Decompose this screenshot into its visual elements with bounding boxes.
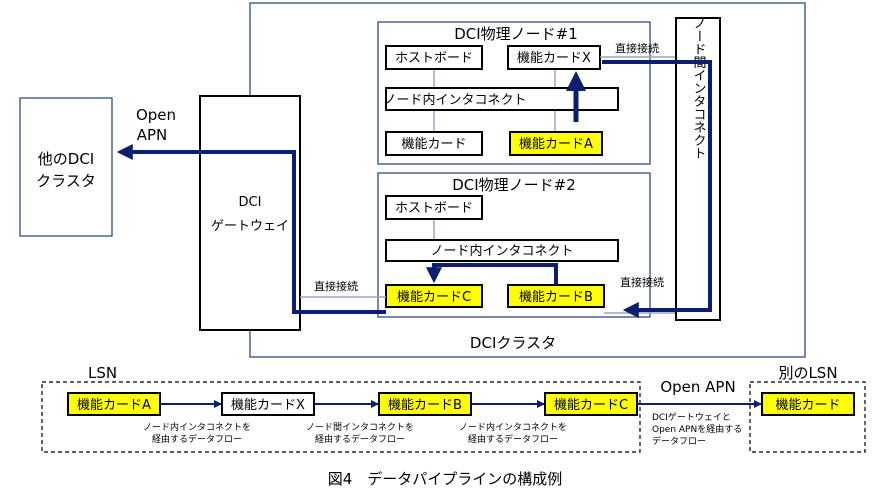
node1-intra-interconnect xyxy=(385,87,619,111)
pipeline-open-apn-label: Open APN xyxy=(660,378,735,396)
flow-note-inter-line1: ノード間インタコネクトを xyxy=(306,422,414,433)
dci-cluster-label: DCIクラスタ xyxy=(470,334,556,352)
node1-intra-interconnect-label: ノード内インタコネクト xyxy=(383,92,526,108)
node1-host-board-label: ホストボード xyxy=(395,51,473,66)
other-lsn-box xyxy=(749,381,866,453)
flow-note-intra-line1: ノード内インタコネクトを xyxy=(143,421,251,433)
flow-note-intra2-line1: ノード内インタコネクトを xyxy=(459,421,567,433)
node1-card xyxy=(385,131,483,156)
direct-connect-label-top: 直接接続 xyxy=(615,41,659,55)
dci-gateway-label-line2: ゲートウェイ xyxy=(211,219,289,234)
figure-caption: 図4 データパイプラインの構成例 xyxy=(328,470,563,488)
pipeline-card-other-label: 機能カード xyxy=(775,398,840,413)
inter-node-interconnect-label: ノード間インタコネクト xyxy=(691,17,706,160)
node1-title: DCI物理ノード#1 xyxy=(454,25,578,43)
lsn-box xyxy=(41,381,641,453)
dci-gateway-label-line1: DCI xyxy=(239,195,262,210)
node1-card-x-label: 機能カードX xyxy=(517,51,591,66)
other-cluster-label-line1: 他のDCI xyxy=(38,150,94,168)
flow-note-inter-line2: 経由するデータフロー xyxy=(315,433,405,445)
lsn-label: LSN xyxy=(88,364,117,382)
pipeline-card-other xyxy=(761,392,855,416)
pipeline-card-c-label: 機能カードC xyxy=(554,398,628,413)
open-apn-label-line1: Open xyxy=(136,106,176,124)
node1-card-a-label: 機能カードA xyxy=(519,137,593,152)
direct-connect-label-left: 直接接続 xyxy=(314,279,358,293)
flow-note-gw-line2: Open APNを経由する xyxy=(652,423,742,435)
dci-gateway-box xyxy=(199,95,301,331)
node2-host-board xyxy=(385,195,483,220)
node2-host-board-label: ホストボード xyxy=(395,201,473,216)
inter-node-interconnect xyxy=(675,17,721,321)
flow-arrow-b-to-c xyxy=(426,263,558,285)
node1-host-board xyxy=(385,45,483,70)
other-dci-cluster-box xyxy=(19,97,113,237)
node2-card-c xyxy=(385,284,483,308)
node2-intra-interconnect-label: ノード内インタコネクト xyxy=(430,243,573,259)
flow-note-gw-line1: DCIゲートウェイと xyxy=(652,411,731,423)
flow-arrow-c-to-other-cluster xyxy=(116,144,386,314)
pipeline-card-b-label: 機能カードB xyxy=(388,398,462,413)
pipeline-card-x-label: 機能カードX xyxy=(231,398,305,413)
direct-connect-label-right: 直接接続 xyxy=(620,275,664,289)
node2-card-c-label: 機能カードC xyxy=(397,290,471,305)
node2-title: DCI物理ノード#2 xyxy=(452,176,576,194)
node2-intra-interconnect xyxy=(385,239,619,262)
flow-note-gw-line3: データフロー xyxy=(652,435,706,447)
other-lsn-label: 別のLSN xyxy=(778,364,837,382)
node2-card-b-label: 機能カードB xyxy=(519,290,593,305)
flow-note-intra2-line2: 経由するデータフロー xyxy=(468,433,558,445)
node1-card-a xyxy=(509,131,603,156)
other-cluster-label-line2: クラスタ xyxy=(36,172,96,190)
open-apn-label-line2: APN xyxy=(137,126,168,144)
pipeline-card-a-label: 機能カードA xyxy=(77,398,151,413)
node1-card-label: 機能カード xyxy=(401,137,466,152)
flow-note-intra-line2: 経由するデータフロー xyxy=(152,433,242,445)
flow-arrow-x-to-b xyxy=(602,60,712,318)
